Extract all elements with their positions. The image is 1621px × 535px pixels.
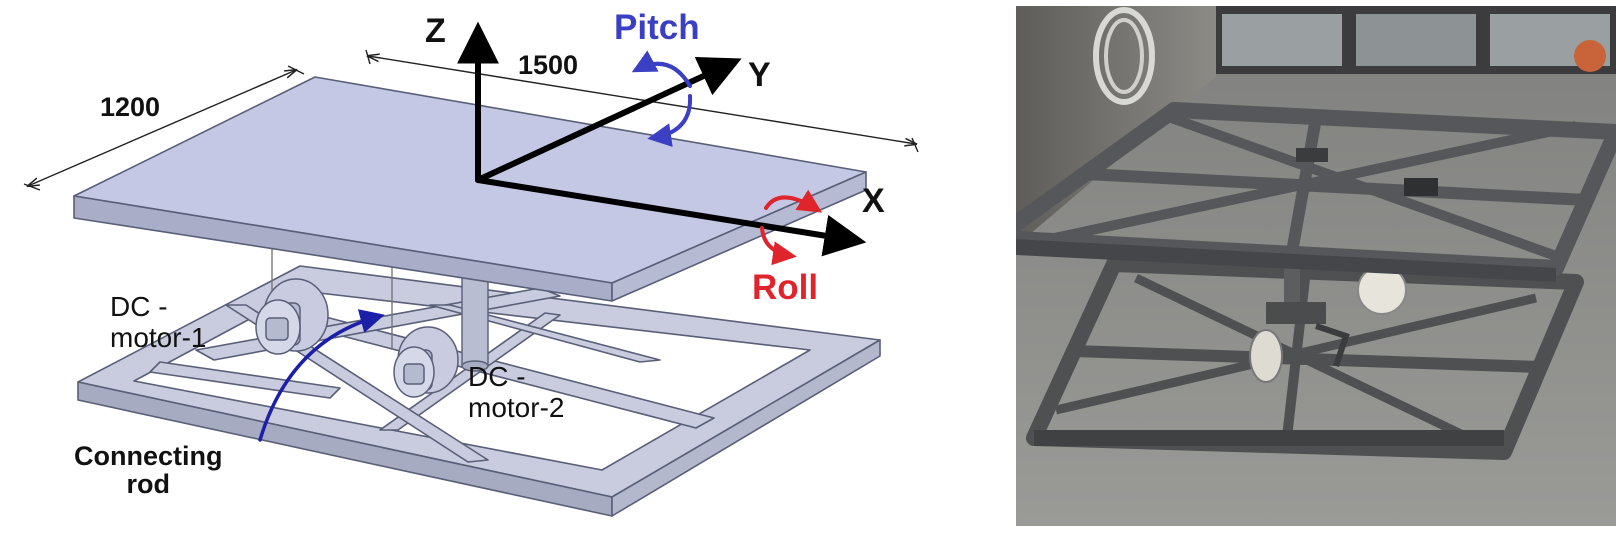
- width-dimension-label: 1200: [100, 92, 161, 122]
- roll-label: Roll: [752, 268, 819, 307]
- prototype-photo-drawing: [988, 6, 1621, 526]
- connecting-rod-label-line2: rod: [126, 469, 171, 500]
- dc-motor-2-label: DC - motor-2: [468, 361, 565, 424]
- dc-motor-2: [393, 326, 459, 398]
- prototype-photo: [988, 6, 1621, 526]
- dc-motor-1-label-line1: DC -: [110, 291, 168, 322]
- cad-model-drawing: [23, 21, 919, 517]
- dimension-lines: [23, 49, 919, 191]
- coiled-rope: [1093, 7, 1155, 105]
- photo-base-frame: [1026, 256, 1584, 460]
- connecting-rod-label: Connecting rod: [74, 442, 223, 499]
- dc-motor-2-label-line1: DC -: [468, 361, 526, 392]
- connecting-rod-pointer: [258, 309, 385, 442]
- dc-motor-2-label-line2: motor-2: [468, 391, 565, 423]
- pitch-arrows: [631, 50, 693, 148]
- x-axis-label: X: [862, 182, 885, 220]
- ball: [1574, 40, 1606, 72]
- y-axis-label: Y: [748, 56, 771, 94]
- connecting-rod-label-line1: Connecting: [74, 441, 223, 471]
- pitch-label: Pitch: [614, 8, 700, 47]
- roll-arrows: [760, 189, 823, 266]
- z-axis-label: Z: [425, 12, 446, 50]
- coordinate-axes: [457, 21, 867, 257]
- photo-mechanism: [1249, 256, 1407, 383]
- dc-motor-1-label-line2: motor-1: [110, 321, 207, 353]
- top-plate: [73, 76, 867, 302]
- length-dimension-label: 1500: [518, 50, 579, 80]
- dc-motor-1: [255, 278, 329, 355]
- cad-model-panel: Z Y X 1200 1500 Pitch Roll DC - motor-1 …: [23, 8, 919, 517]
- dc-motor-1-label: DC - motor-1: [110, 291, 207, 354]
